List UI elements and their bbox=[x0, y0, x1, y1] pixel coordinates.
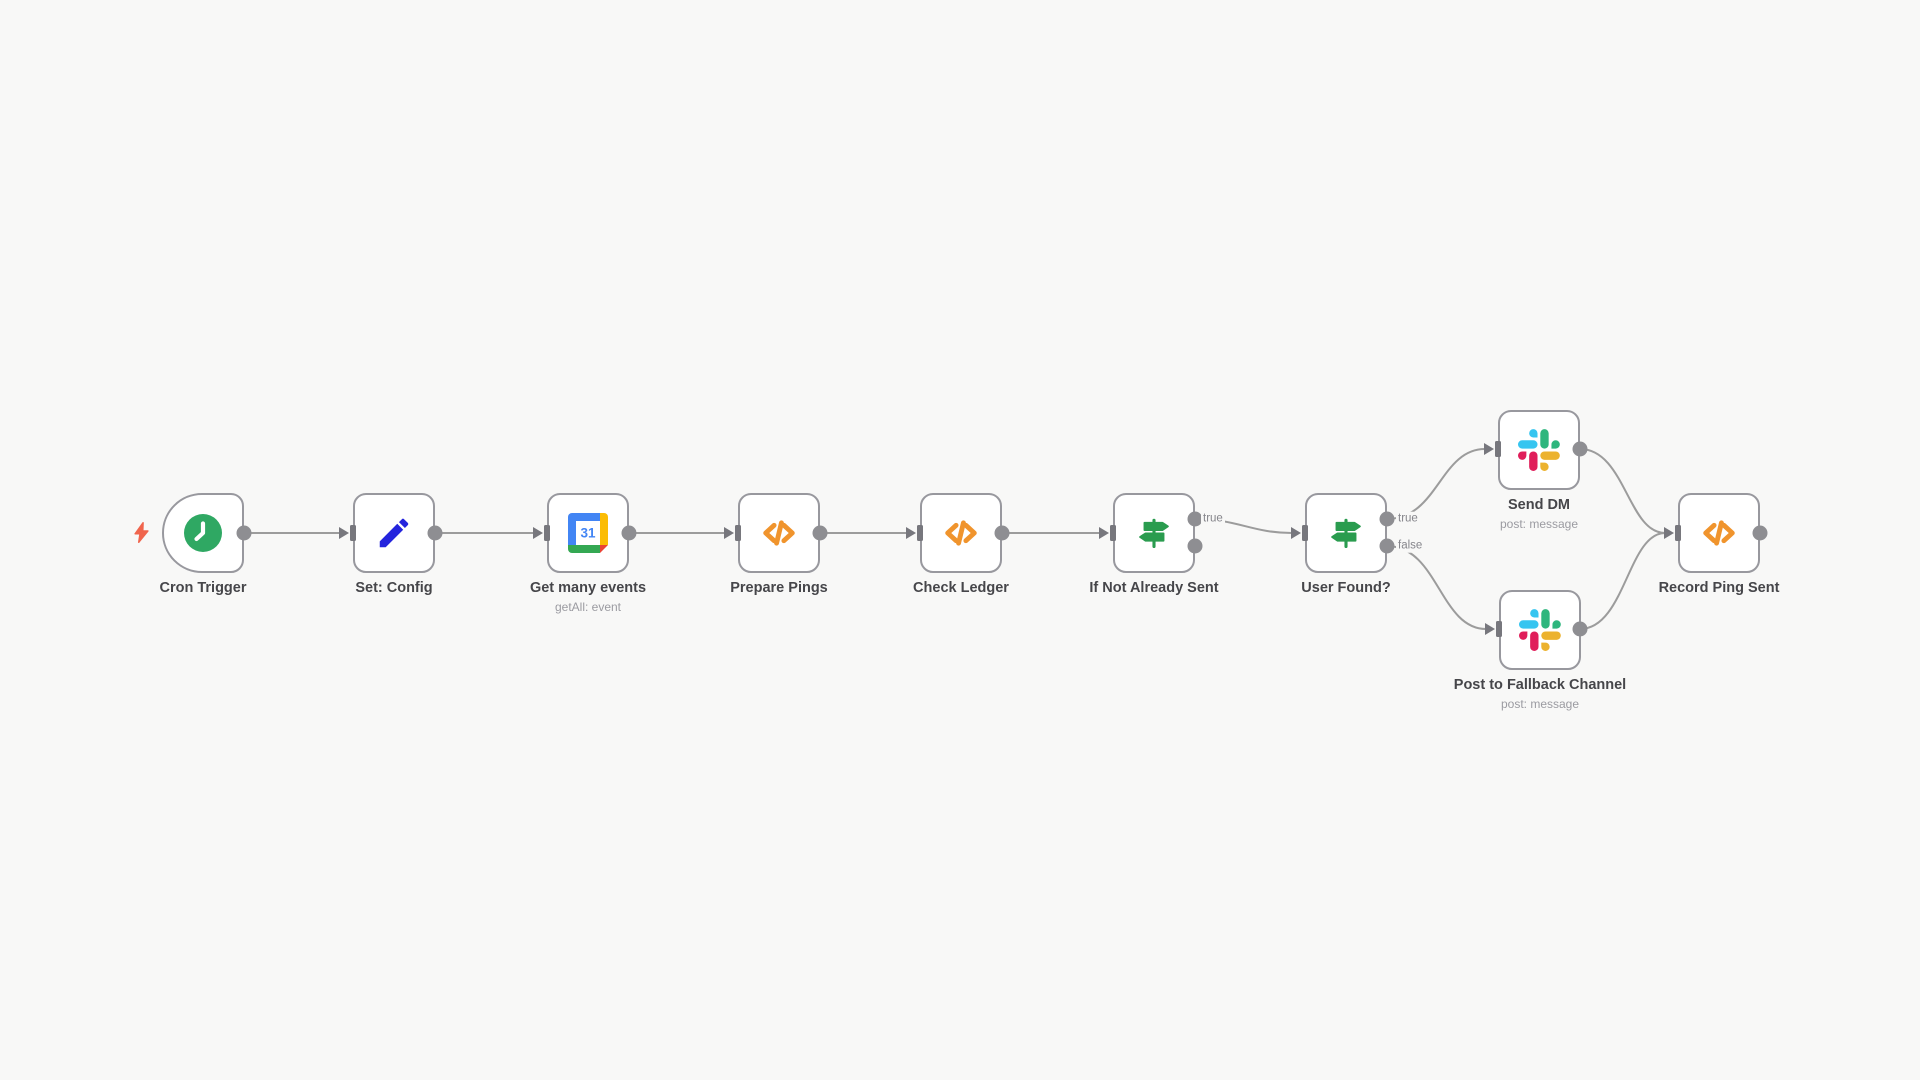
node-subtitle-post-to-fallback-channel: post: message bbox=[1500, 697, 1580, 711]
node-check-ledger[interactable] bbox=[920, 493, 1002, 573]
lightning-bolt-icon bbox=[134, 521, 149, 544]
edge-label-if-true: true bbox=[1201, 511, 1225, 526]
code-icon bbox=[945, 520, 977, 546]
node-prepare-pings[interactable] bbox=[738, 493, 820, 573]
signpost-if-icon bbox=[1139, 518, 1169, 549]
node-label-if-not-already-sent: If Not Already Sent bbox=[1089, 580, 1219, 596]
node-label-record-ping-sent: Record Ping Sent bbox=[1658, 580, 1780, 596]
node-label-send-dm: Send DM bbox=[1507, 497, 1571, 513]
edge-label-user-found-true: true bbox=[1396, 511, 1420, 526]
node-get-many-events[interactable]: 31 bbox=[547, 493, 629, 573]
node-label-post-to-fallback-channel: Post to Fallback Channel bbox=[1453, 677, 1627, 693]
node-label-user-found: User Found? bbox=[1301, 580, 1391, 596]
node-label-check-ledger: Check Ledger bbox=[913, 580, 1009, 596]
node-label-cron-trigger: Cron Trigger bbox=[159, 580, 247, 596]
node-post-to-fallback-channel[interactable] bbox=[1499, 590, 1581, 670]
node-label-get-many-events: Get many events bbox=[529, 580, 647, 596]
node-set-config[interactable] bbox=[353, 493, 435, 573]
signpost-if-icon bbox=[1331, 518, 1361, 549]
node-label-prepare-pings: Prepare Pings bbox=[730, 580, 828, 596]
node-send-dm[interactable] bbox=[1498, 410, 1580, 490]
slack-icon bbox=[1518, 429, 1560, 471]
node-user-found[interactable] bbox=[1305, 493, 1387, 573]
code-icon bbox=[1703, 520, 1735, 546]
pencil-icon bbox=[379, 518, 409, 548]
edge-label-user-found-false: false bbox=[1396, 538, 1425, 553]
clock-icon bbox=[184, 514, 222, 552]
node-if-not-already-sent[interactable] bbox=[1113, 493, 1195, 573]
node-cron-trigger[interactable] bbox=[162, 493, 244, 573]
node-label-set-config: Set: Config bbox=[355, 580, 433, 596]
google-calendar-icon: 31 bbox=[568, 513, 608, 553]
slack-icon bbox=[1519, 609, 1561, 651]
node-subtitle-send-dm: post: message bbox=[1499, 517, 1579, 531]
code-icon bbox=[763, 520, 795, 546]
node-record-ping-sent[interactable] bbox=[1678, 493, 1760, 573]
svg-text:31: 31 bbox=[580, 526, 596, 541]
node-subtitle-get-many-events: getAll: event bbox=[554, 600, 622, 614]
